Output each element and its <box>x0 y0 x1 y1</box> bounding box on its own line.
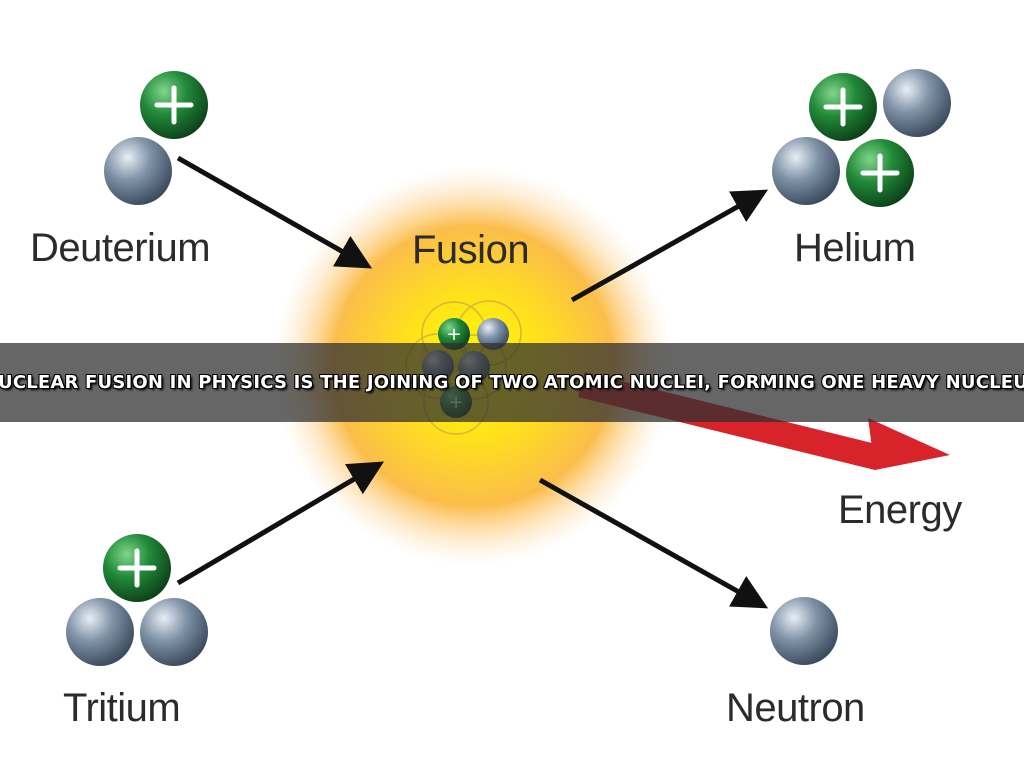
neutron-label: Neutron <box>726 686 865 730</box>
neutron-icon <box>772 137 840 205</box>
energy-label: Energy <box>838 488 962 532</box>
helium-nucleus <box>772 69 951 207</box>
neutron-icon <box>104 137 172 205</box>
caption-text: NUCLEAR FUSION IN PHYSICS IS THE JOINING… <box>0 372 1024 393</box>
deuterium-arrow <box>176 155 373 269</box>
tritium-arrow <box>176 461 385 586</box>
tritium-nucleus <box>66 534 208 666</box>
fusion-label: Fusion <box>412 228 530 272</box>
neutron-icon <box>140 598 208 666</box>
svg-text:+: + <box>446 324 461 345</box>
free-neutron-icon <box>770 597 838 665</box>
neutron-icon <box>477 318 509 350</box>
helium-arrow <box>570 189 769 303</box>
deuterium-label: Deuterium <box>30 226 211 270</box>
neutron-arrow <box>538 477 769 609</box>
tritium-label: Tritium <box>63 686 181 730</box>
proton-icon <box>438 318 470 350</box>
neutron-icon <box>883 69 951 137</box>
helium-label: Helium <box>794 226 916 270</box>
deuterium-nucleus <box>104 71 208 205</box>
neutron-icon <box>66 598 134 666</box>
caption-bar: NUCLEAR FUSION IN PHYSICS IS THE JOINING… <box>0 343 1024 422</box>
